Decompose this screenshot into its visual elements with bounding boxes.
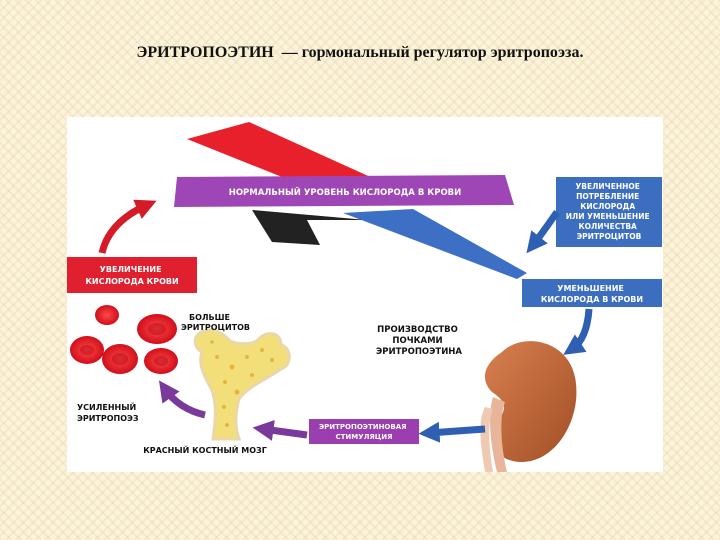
- increased-demand-line: КОЛИЧЕСТВА: [579, 222, 638, 231]
- increased-demand-line: ПОТРЕБЛЕНИЕ: [576, 192, 639, 201]
- epo-stimulation-line: СТИМУЛЯЦИЯ: [335, 433, 392, 441]
- kidney-production-label: ПРОИЗВОДСТВО ПОЧКАМИ ЭРИТРОПОЭТИНА: [376, 325, 462, 357]
- increased-oxygen-line: КИСЛОРОДА КРОВИ: [85, 277, 178, 286]
- increased-demand-line: УВЕЛИЧЕННОЕ: [576, 182, 640, 191]
- increased-demand-line: ЭРИТРОЦИТОВ: [577, 232, 642, 241]
- red-blood-cells: [70, 305, 178, 374]
- bone-marrow-label: КРАСНЫЙ КОСТНЫЙ МОЗГ: [143, 444, 267, 455]
- arrow-to-scale: [98, 199, 157, 254]
- arrow-marrow-to-cells: [158, 380, 206, 419]
- enhanced-erythropoiesis-label: УСИЛЕННЫЙ ЭРИТРОПОЭЗ: [77, 401, 139, 423]
- epo-stimulation-line: ЭРИТРОПОЭТИНОВАЯ: [319, 423, 407, 431]
- erythropoietin-cycle-diagram: НОРМАЛЬНЫЙ УРОВЕНЬ КИСЛОРОДА В КРОВИ УВЕ…: [67, 122, 662, 472]
- balance-bar: [174, 175, 514, 207]
- balance-scale: НОРМАЛЬНЫЙ УРОВЕНЬ КИСЛОРОДА В КРОВИ: [174, 122, 527, 279]
- increased-oxygen-box: УВЕЛИЧЕНИЕ КИСЛОРОДА КРОВИ: [67, 257, 197, 293]
- kidney-illustration: [480, 341, 577, 472]
- scale-blue-side: [343, 209, 527, 279]
- decreased-oxygen-box: УМЕНЬШЕНИЕ КИСЛОРОДА В КРОВИ: [522, 279, 662, 307]
- increased-demand-line: ИЛИ УМЕНЬШЕНИЕ: [566, 212, 650, 221]
- bone-marrow-illustration: [193, 328, 291, 441]
- balance-label: НОРМАЛЬНЫЙ УРОВЕНЬ КИСЛОРОДА В КРОВИ: [229, 186, 462, 198]
- decreased-oxygen-line: КИСЛОРОДА В КРОВИ: [541, 295, 643, 304]
- arrow-stimulation-to-marrow: [252, 420, 308, 441]
- svg-text:ЭРИТРОПОЭТИНОВАЯ СТИМУЛЯ: ЭРИТРОПОЭТИНОВАЯ СТИМУЛЯЦИЯ: [319, 423, 409, 441]
- increased-demand-line: КИСЛОРОДА: [580, 202, 635, 211]
- arrow-demand-to-scale: [526, 210, 560, 254]
- increased-demand-box: УВЕЛИЧЕННОЕ ПОТРЕБЛЕНИЕ КИСЛОРОДА ИЛИ УМ…: [556, 177, 662, 247]
- epo-stimulation-box: ЭРИТРОПОЭТИНОВАЯ СТИМУЛЯЦИЯ: [309, 419, 419, 444]
- scale-fulcrum: [252, 210, 367, 245]
- arrow-kidney-to-stimulation: [418, 421, 486, 443]
- more-erythrocytes-label: БОЛЬШЕ ЭРИТРОЦИТОВ: [181, 313, 250, 332]
- diagram-panel: НОРМАЛЬНЫЙ УРОВЕНЬ КИСЛОРОДА В КРОВИ УВЕ…: [67, 117, 663, 472]
- decreased-oxygen-line: УМЕНЬШЕНИЕ: [557, 284, 624, 293]
- slide-title: ЭРИТРОПОЭТИН — гормональный регулятор эр…: [136, 44, 584, 61]
- svg-text:УМЕНЬШЕНИЕ КИСЛОРОДА В К: УМЕНЬШЕНИЕ КИСЛОРОДА В КРОВИ: [541, 284, 643, 304]
- increased-oxygen-line: УВЕЛИЧЕНИЕ: [100, 265, 162, 274]
- svg-text:УВЕЛИЧЕННОЕ ПОТРЕБЛЕНИЕ: УВЕЛИЧЕННОЕ ПОТРЕБЛЕНИЕ КИСЛОРОДА ИЛИ УМ…: [566, 182, 652, 241]
- arrow-to-kidney: [563, 308, 593, 355]
- svg-text:УВЕЛИЧЕНИЕ КИСЛОРОДА КРО: УВЕЛИЧЕНИЕ КИСЛОРОДА КРОВИ: [85, 265, 178, 286]
